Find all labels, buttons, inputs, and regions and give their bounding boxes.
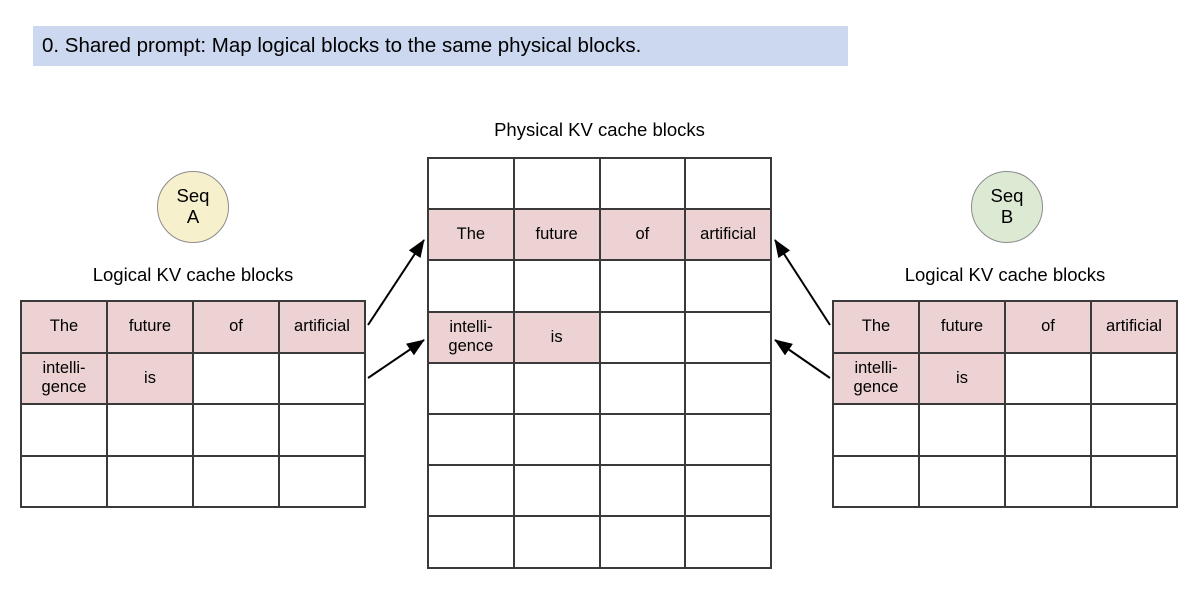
arrow-b-block0 [774,239,831,326]
kv-cell-empty [686,312,772,364]
kv-cell-empty [686,466,772,518]
kv-cell-empty [194,353,280,405]
kv-cell-token: future [920,302,1006,354]
kv-cell-token: future [108,302,194,354]
arrow-a-block1 [367,339,425,379]
kv-cell-token: is [920,353,1006,405]
step-banner: 0. Shared prompt: Map logical blocks to … [33,26,848,66]
kv-cell-empty [280,405,366,457]
kv-cell-empty [686,159,772,211]
kv-cell-empty [429,414,515,467]
kv-cell-empty [600,261,687,313]
sequence-badge-b-line2: B [1000,206,1014,227]
kv-cell-empty [514,466,601,518]
kv-cell-empty [920,405,1006,457]
kv-cell-token: artificial [280,302,366,354]
logical-blocks-caption-left: Logical KV cache blocks [92,264,294,285]
kv-cell-empty [194,456,280,508]
kv-cell-empty [1092,456,1178,508]
physical-blocks-caption: Physical KV cache blocks [494,119,705,140]
kv-cell-empty [194,405,280,457]
kv-cell-token: The [429,210,515,262]
kv-cell-empty [108,456,194,508]
logical-blocks-caption-right: Logical KV cache blocks [904,264,1106,285]
kv-cell-empty [1092,405,1178,457]
kv-cell-empty [686,414,772,467]
kv-cell-empty [834,405,920,457]
kv-cell-empty [514,363,601,415]
arrow-b-block1 [774,339,831,379]
kv-cell-empty [514,159,601,211]
kv-cell-token: of [1006,302,1092,354]
kv-cell-token: future [514,210,601,262]
kv-cell-empty [600,517,687,569]
kv-cell-token: The [834,302,920,354]
kv-cell-token: artificial [686,210,772,262]
kv-cell-empty [429,363,515,415]
kv-cell-token: The [22,302,108,354]
kv-cell-empty [514,261,601,313]
kv-cell-empty [280,456,366,508]
kv-cell-empty [22,405,108,457]
sequence-badge-b-line1: Seq [990,185,1024,207]
kv-cell-empty [429,159,515,211]
kv-cell-empty [1092,353,1178,405]
sequence-badge-a-line1: Seq [176,185,210,207]
sequence-badge-b: Seq B [971,171,1043,243]
kv-cell-token: of [194,302,280,354]
kv-cell-empty [108,405,194,457]
kv-cell-empty [686,261,772,313]
kv-cell-empty [686,363,772,415]
kv-cell-empty [22,456,108,508]
kv-cell-empty [1006,456,1092,508]
kv-cell-empty [600,414,687,467]
kv-cell-token: is [108,353,194,405]
kv-cell-empty [429,261,515,313]
kv-cell-empty [600,363,687,415]
kv-cell-empty [429,517,515,569]
kv-cell-token: intelli-gence [429,312,515,364]
kv-cell-token: artificial [1092,302,1178,354]
kv-cell-token: intelli-gence [834,353,920,405]
kv-cell-empty [686,517,772,569]
kv-cell-empty [514,414,601,467]
kv-cell-empty [280,353,366,405]
kv-cell-empty [600,466,687,518]
kv-cell-empty [429,466,515,518]
kv-cell-empty [1006,353,1092,405]
kv-cell-token: is [514,312,601,364]
sequence-badge-a: Seq A [157,171,229,243]
sequence-badge-a-line2: A [186,206,200,227]
kv-cell-empty [600,312,687,364]
kv-cell-token: intelli-gence [22,353,108,405]
kv-cell-empty [514,517,601,569]
kv-cell-empty [920,456,1006,508]
step-banner-text: 0. Shared prompt: Map logical blocks to … [42,33,642,57]
kv-cell-empty [600,159,687,211]
arrow-a-block0 [367,239,425,326]
kv-cell-token: of [600,210,687,262]
kv-cell-empty [1006,405,1092,457]
kv-cell-empty [834,456,920,508]
